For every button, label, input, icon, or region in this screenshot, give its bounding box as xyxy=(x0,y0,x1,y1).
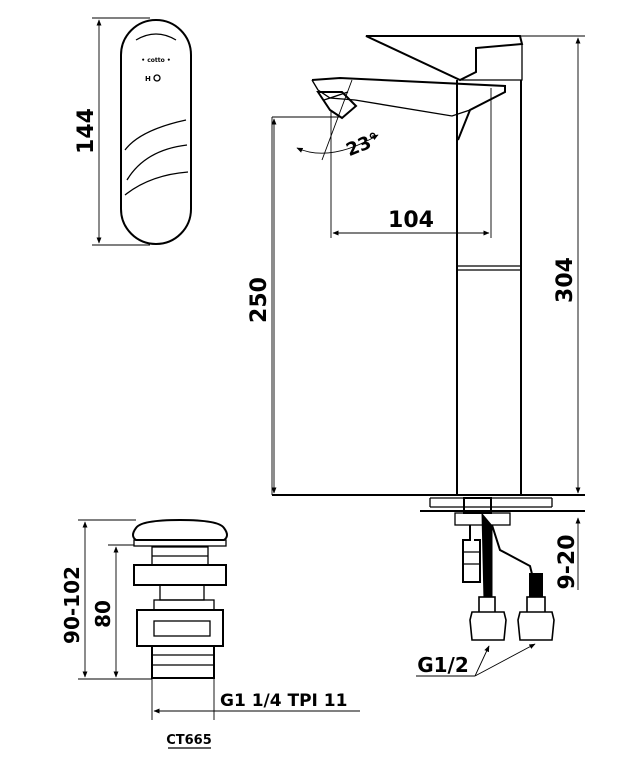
spout-height-dimension: 250 xyxy=(247,117,277,495)
deck-thickness-dimension: 9-20 xyxy=(555,517,581,590)
spout-height-label: 250 xyxy=(247,277,272,323)
drain-height-range-label: 90-102 xyxy=(60,566,84,644)
spout-reach-dimension: 104 xyxy=(330,88,492,238)
supply-hoses xyxy=(462,512,555,641)
total-height-label: 304 xyxy=(553,257,578,303)
total-height-dimension: 304 xyxy=(515,35,585,494)
handle-height-dimension: 144 xyxy=(74,17,150,246)
drain-height-range-dimension: 90-102 xyxy=(60,519,152,680)
supply-thread-label: G1/2 xyxy=(417,653,469,677)
deck-thickness-label: 9-20 xyxy=(555,534,580,589)
drain-model-caption: CT665 xyxy=(166,733,212,749)
supply-thread-callout: G1/2 xyxy=(416,643,536,677)
drain-thread-dimension: G1 1/4 TPI 11 xyxy=(151,679,360,720)
svg-text:• cotto •: • cotto • xyxy=(141,57,170,64)
spout-reach-label: 104 xyxy=(388,208,434,233)
spout-angle-label: 23° xyxy=(343,129,382,161)
svg-text:H: H xyxy=(145,75,151,83)
faucet-body xyxy=(311,35,524,495)
drain-valve xyxy=(132,518,228,679)
handle-top-view: • cotto • H xyxy=(120,19,192,245)
deck-base xyxy=(272,494,585,526)
handle-height-label: 144 xyxy=(74,108,99,154)
drain-thread-label: G1 1/4 TPI 11 xyxy=(220,691,347,711)
drain-height-dimension: 80 xyxy=(91,544,134,678)
drain-model-label: CT665 xyxy=(166,733,212,748)
drain-height-label: 80 xyxy=(91,600,115,628)
